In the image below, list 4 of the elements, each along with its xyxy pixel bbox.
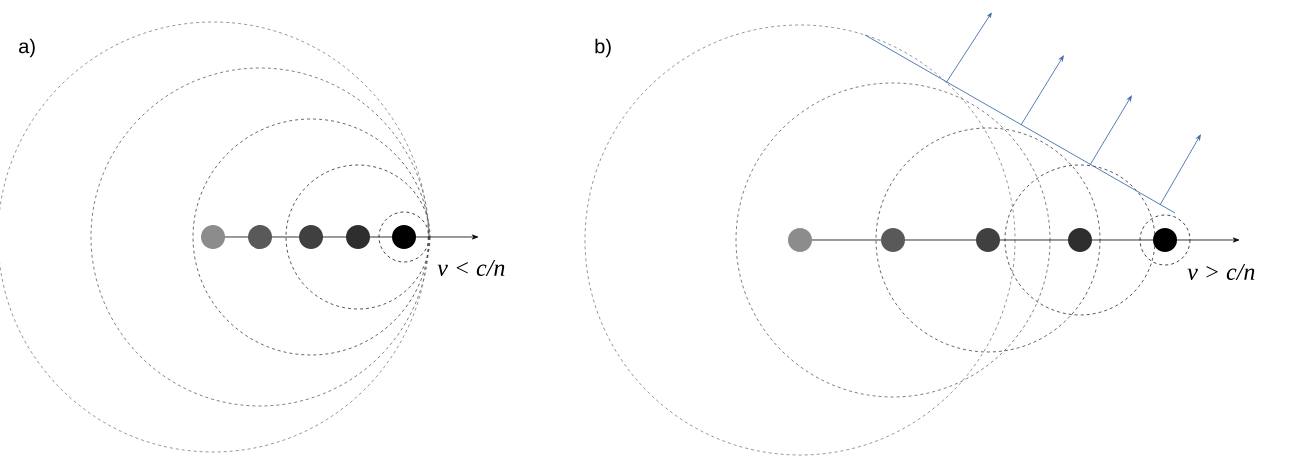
velocity-condition: v > c/n	[1187, 263, 1255, 280]
panel-label: b)	[595, 38, 611, 58]
velocity-condition: v < c/n	[437, 259, 505, 276]
panel-label: a)	[19, 38, 35, 58]
